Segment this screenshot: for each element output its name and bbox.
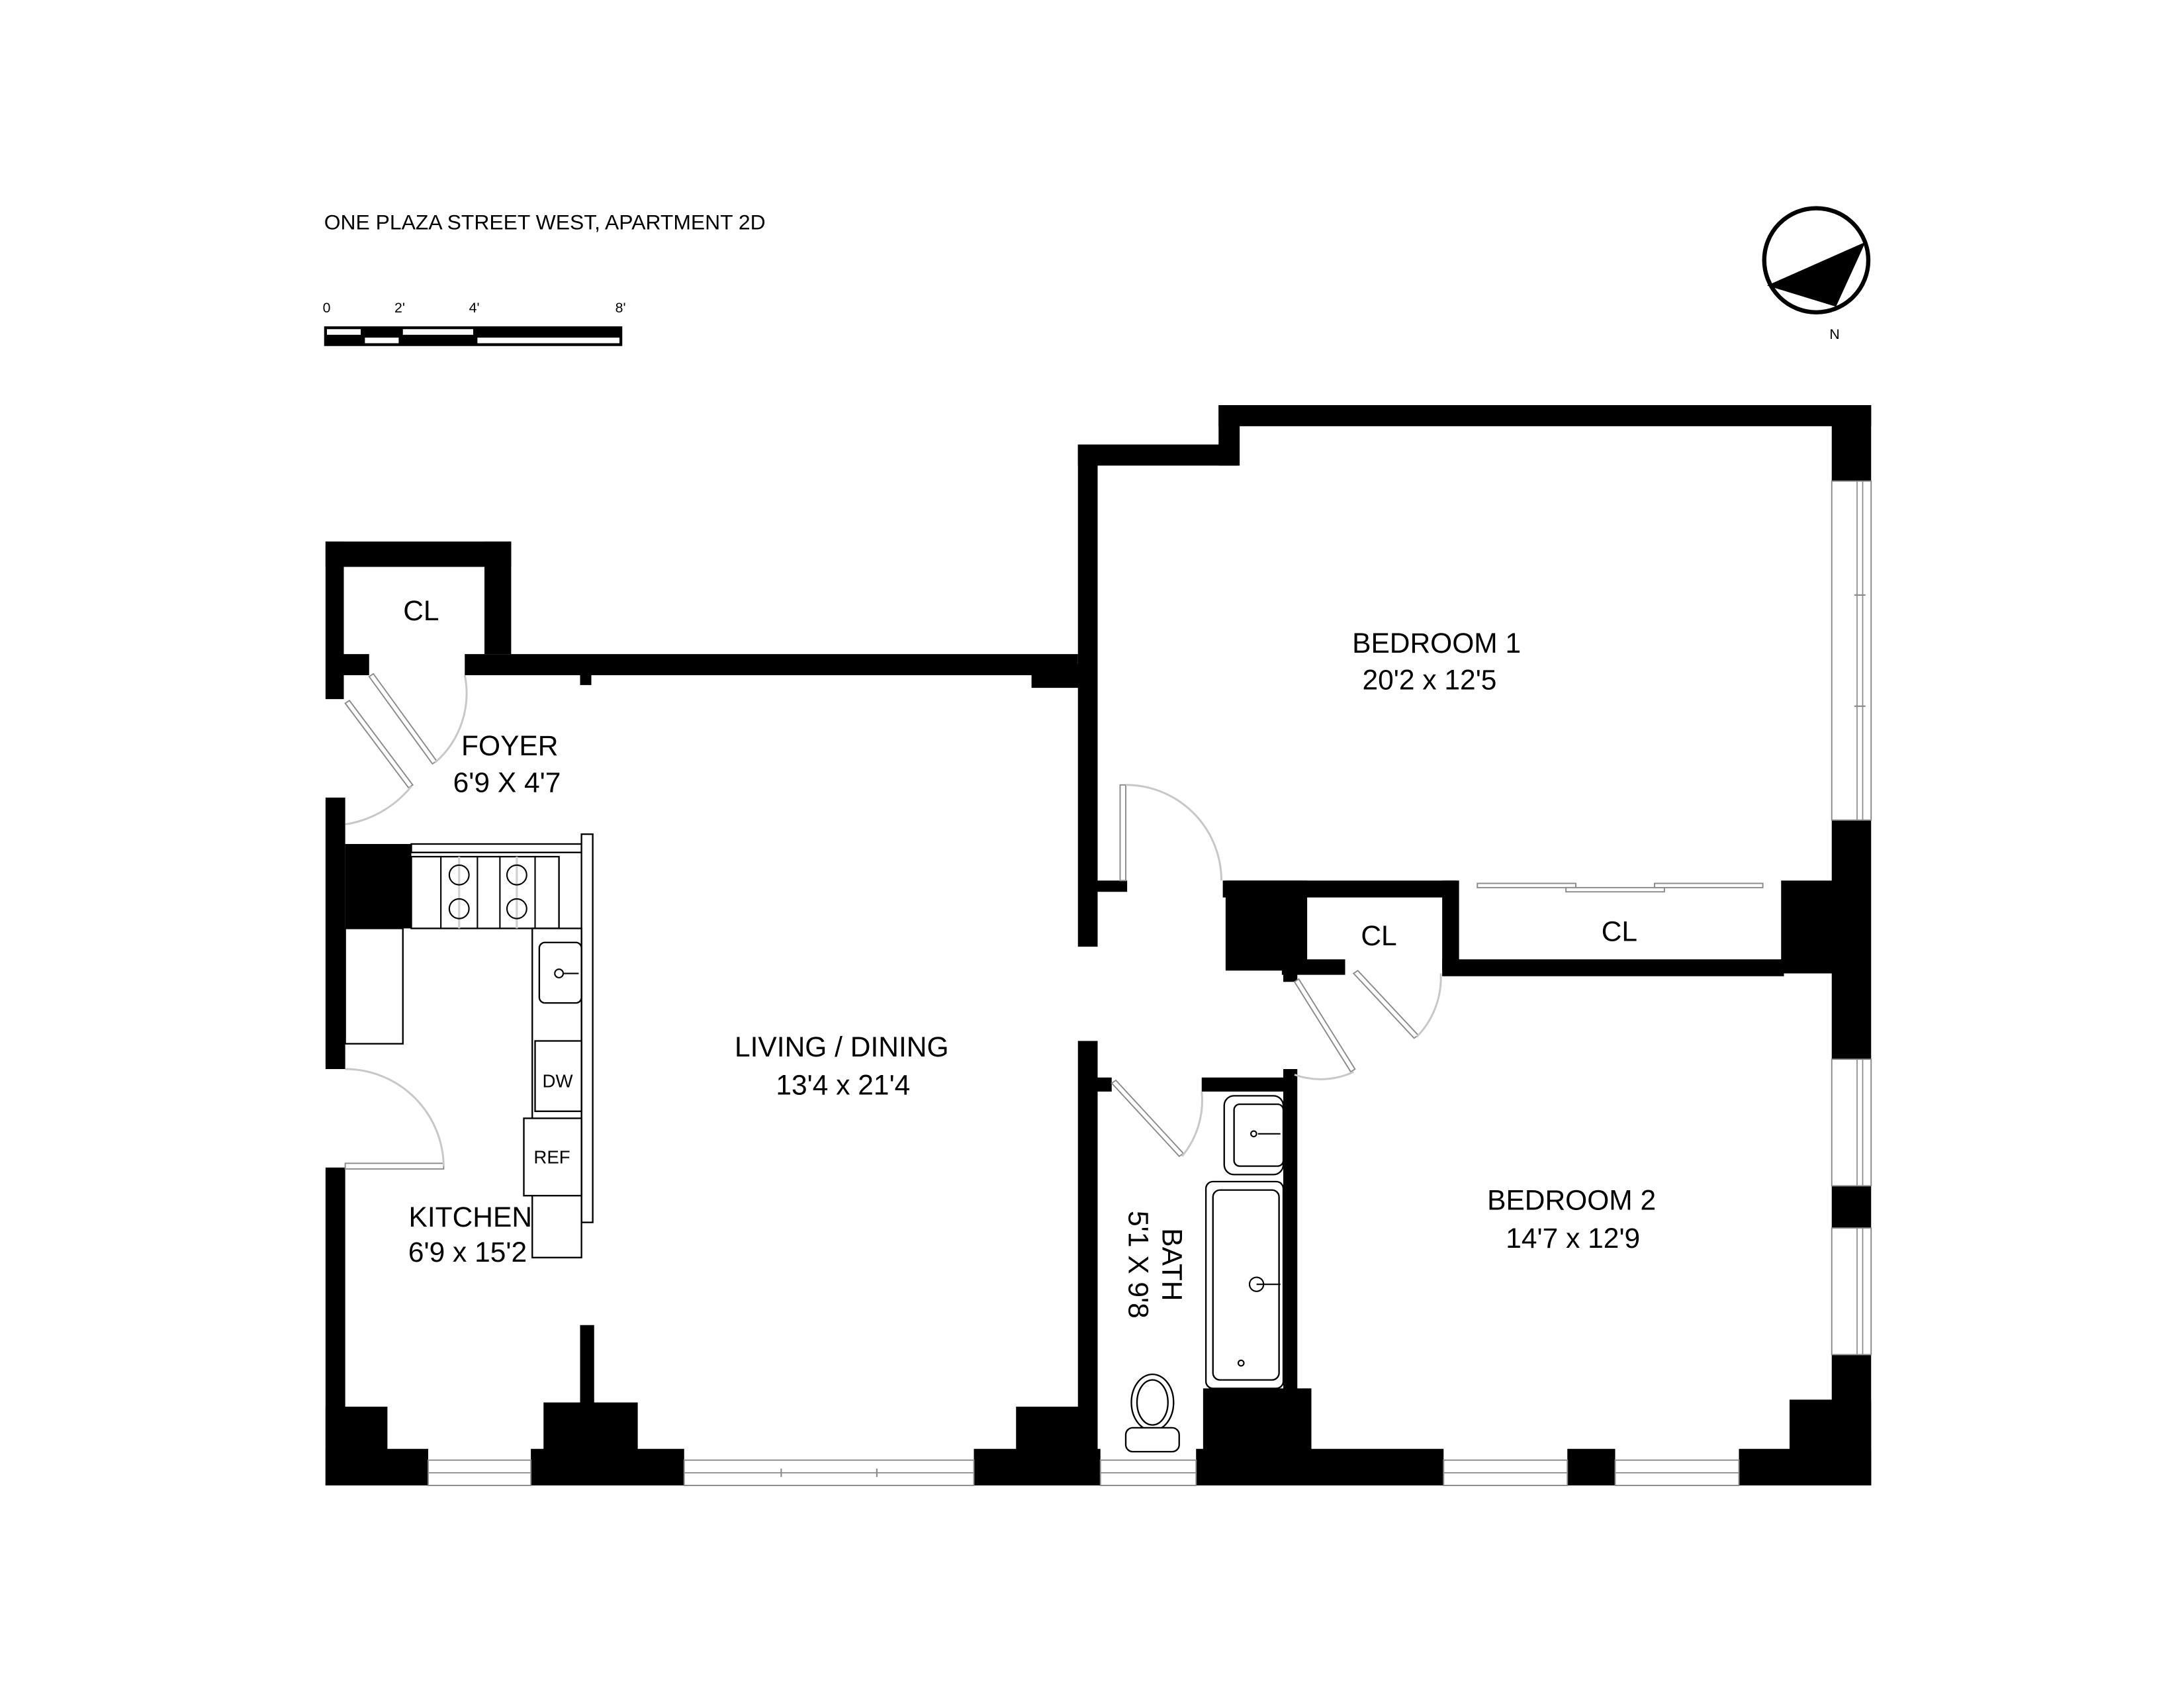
living-dining-dims: 13'4 x 21'4 bbox=[776, 1070, 910, 1101]
refrigerator bbox=[523, 1117, 582, 1197]
scale-tick-0: 0 bbox=[323, 300, 331, 316]
refrigerator-label: REF bbox=[533, 1147, 570, 1167]
windows bbox=[428, 480, 1872, 1486]
doors bbox=[344, 673, 1764, 1170]
foyer-label: FOYER bbox=[461, 731, 558, 762]
living-dining-label: LIVING / DINING bbox=[735, 1032, 949, 1063]
bedroom1-closet-label: CL bbox=[1602, 917, 1637, 948]
bedroom1-dims: 20'2 x 12'5 bbox=[1363, 665, 1497, 696]
bath-dims: 5'1 X 9'8 bbox=[1122, 1211, 1153, 1319]
bedroom2-label: BEDROOM 2 bbox=[1487, 1186, 1656, 1217]
scale-bar: 0 2' 4' 8' bbox=[323, 300, 626, 346]
bedroom2-dims: 14'7 x 12'9 bbox=[1506, 1223, 1640, 1254]
bath-label: BATH bbox=[1156, 1228, 1187, 1301]
walls bbox=[325, 405, 1872, 1485]
bedroom1-label: BEDROOM 1 bbox=[1352, 628, 1521, 659]
sliding-closet-door-right bbox=[1654, 882, 1764, 888]
kitchen-dims: 6'9 x 15'2 bbox=[408, 1237, 527, 1268]
kitchen-side-door bbox=[344, 1162, 445, 1170]
room-labels: CL FOYER 6'9 X 4'7 KITCHEN 6'9 x 15'2 LI… bbox=[403, 596, 1656, 1319]
foyer-dims: 6'9 X 4'7 bbox=[453, 767, 561, 798]
bedroom1-door bbox=[1119, 784, 1126, 882]
dishwasher bbox=[534, 1040, 582, 1112]
sliding-closet-door-left bbox=[1477, 882, 1576, 888]
hall-closet-door-right bbox=[1352, 970, 1420, 1039]
kitchen-fixtures: DW REF bbox=[344, 833, 594, 1258]
stove-burners-icon bbox=[448, 857, 527, 929]
foyer-closet-label: CL bbox=[403, 596, 439, 627]
foyer-closet-door bbox=[368, 673, 438, 765]
hall-closet-label: CL bbox=[1361, 921, 1396, 952]
kitchen-label: KITCHEN bbox=[408, 1202, 532, 1233]
entry-door bbox=[344, 699, 414, 789]
dishwasher-label: DW bbox=[543, 1071, 573, 1092]
bath-fixtures bbox=[1124, 1095, 1285, 1453]
scale-tick-2: 2' bbox=[394, 300, 405, 316]
hall-closet-door-left bbox=[1293, 978, 1356, 1073]
scale-tick-8: 8' bbox=[615, 300, 626, 316]
north-arrow-icon: N bbox=[1762, 206, 1871, 342]
kitchen-sink-icon bbox=[538, 941, 582, 1004]
bath-door bbox=[1111, 1079, 1185, 1157]
plan-title: ONE PLAZA STREET WEST, APARTMENT 2D bbox=[324, 210, 766, 234]
toilet-icon bbox=[1124, 1373, 1180, 1453]
sliding-closet-door-mid bbox=[1565, 886, 1665, 893]
scale-tick-4: 4' bbox=[469, 300, 480, 316]
compass-label: N bbox=[1829, 326, 1839, 342]
